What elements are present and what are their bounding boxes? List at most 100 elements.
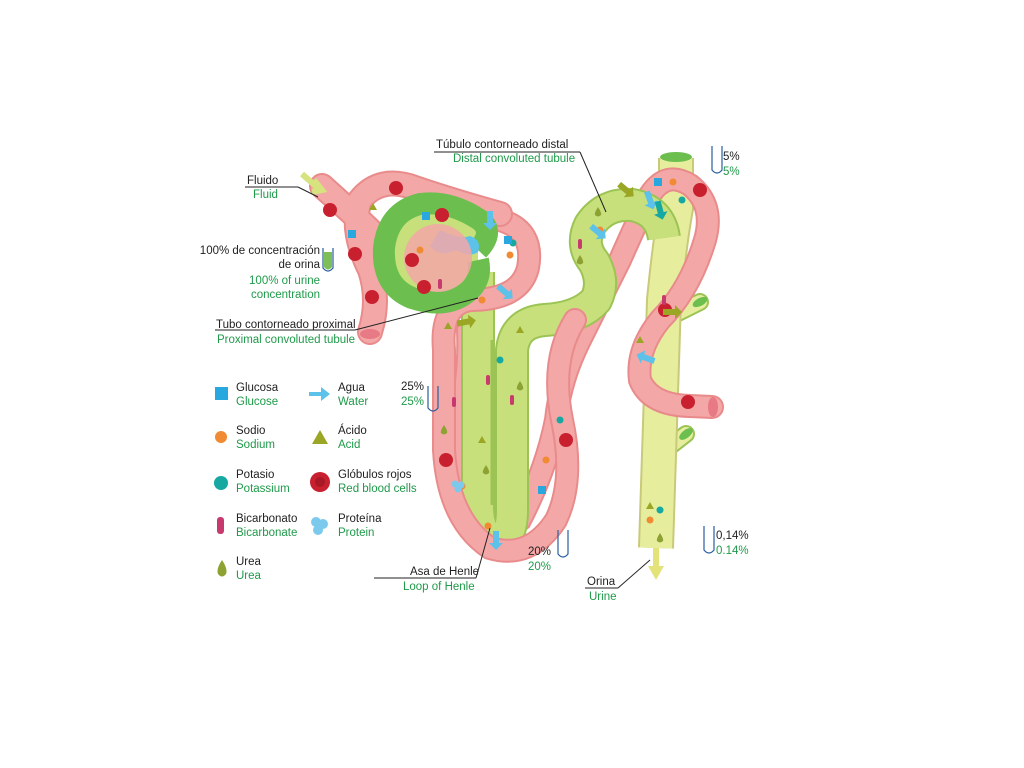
concentration-label-en-2: concentration bbox=[250, 289, 320, 301]
water-arrow bbox=[489, 531, 503, 550]
reabsorption-arrow bbox=[456, 314, 476, 329]
acid-particle bbox=[636, 336, 644, 343]
henle-label-es: Asa de Henle bbox=[410, 566, 480, 578]
potassium-icon bbox=[214, 476, 228, 490]
red-blood-cell bbox=[417, 280, 431, 294]
sodium-particle bbox=[484, 522, 492, 530]
red-blood-cell bbox=[323, 203, 337, 217]
bicarbonate-particle bbox=[662, 295, 666, 305]
legend-label-en: Bicarbonate bbox=[236, 527, 298, 539]
bicarbonate-particle bbox=[438, 279, 442, 289]
acid-particle bbox=[516, 326, 524, 333]
concentration-label-es-2: de orina bbox=[278, 259, 320, 271]
red-blood-cell bbox=[439, 453, 453, 467]
concentration-label-en-1: 100% of urine bbox=[249, 275, 320, 287]
leader-lines bbox=[215, 151, 651, 589]
red-blood-cell bbox=[348, 247, 362, 261]
distal-label-en: Distal convoluted tubule bbox=[453, 153, 576, 165]
water-arrow bbox=[483, 211, 497, 230]
red-blood-cell bbox=[389, 181, 403, 195]
legend-label-es: Urea bbox=[236, 556, 261, 568]
bicarbonate-icon bbox=[217, 517, 224, 534]
distal-label-es: Túbulo contorneado distal bbox=[436, 139, 569, 151]
urea-particle bbox=[594, 207, 602, 217]
pct-20-en: 20% bbox=[528, 561, 552, 573]
secretion-arrow bbox=[654, 200, 668, 220]
pct-5-es: 5% bbox=[723, 151, 740, 163]
red-blood-cell bbox=[365, 290, 379, 304]
sodium-particle bbox=[478, 296, 486, 304]
red-blood-cell-icon bbox=[310, 472, 330, 492]
water-arrow-icon bbox=[309, 387, 330, 401]
potassium-particle bbox=[496, 356, 504, 364]
red-blood-cell bbox=[435, 208, 449, 222]
red-blood-cell bbox=[681, 395, 695, 409]
potassium-particle bbox=[556, 416, 564, 424]
fluid-label-en: Fluid bbox=[253, 189, 278, 201]
legend-label-es: Bicarbonato bbox=[236, 513, 298, 525]
legend-label-en: Protein bbox=[338, 527, 375, 539]
pct-25-en: 25% bbox=[401, 396, 425, 408]
urine-label-en: Urine bbox=[589, 591, 617, 603]
legend-label-es: Proteína bbox=[338, 513, 382, 525]
bicarbonate-particle bbox=[578, 239, 582, 249]
legend-label-es: Agua bbox=[338, 382, 365, 394]
water-arrow bbox=[636, 350, 656, 364]
sodium-particle bbox=[542, 456, 550, 464]
acid-particle bbox=[444, 322, 452, 329]
pct-25-es: 25% bbox=[401, 381, 425, 393]
henle-label-en: Loop of Henle bbox=[403, 581, 475, 593]
proximal-label-es: Tubo contorneado proximal bbox=[216, 319, 356, 331]
red-blood-cell bbox=[559, 433, 573, 447]
protein-particle bbox=[454, 485, 462, 493]
sodium-particle bbox=[416, 246, 424, 254]
acid-particle bbox=[369, 203, 377, 210]
reabsorption-arrow bbox=[663, 305, 682, 319]
pct-5-en: 5% bbox=[723, 166, 740, 178]
fluid-inflow-arrow bbox=[300, 171, 328, 195]
pct-20-es: 20% bbox=[528, 546, 552, 558]
legend-label-en: Potassium bbox=[236, 483, 290, 495]
concentration-label-es-1: 100% de concentración bbox=[199, 245, 320, 257]
water-arrow bbox=[589, 223, 606, 240]
legend-label-en: Red blood cells bbox=[338, 483, 417, 495]
red-blood-cell bbox=[405, 253, 419, 267]
urea-particle bbox=[440, 425, 448, 435]
sodium-particle bbox=[669, 178, 677, 186]
potassium-particle bbox=[678, 196, 686, 204]
urea-particle bbox=[656, 533, 664, 543]
red-blood-cell bbox=[693, 183, 707, 197]
bicarbonate-particle bbox=[452, 397, 456, 407]
sodium-icon bbox=[215, 431, 227, 443]
proximal-label-en: Proximal convoluted tubule bbox=[217, 334, 356, 346]
water-arrow bbox=[644, 190, 658, 210]
reabsorption-arrow bbox=[617, 181, 634, 198]
legend-label-en: Urea bbox=[236, 570, 261, 582]
legend-label-es: Sodio bbox=[236, 425, 266, 437]
protein-icon bbox=[311, 517, 328, 535]
legend-label-es: Potasio bbox=[236, 469, 275, 481]
water-arrow bbox=[496, 283, 513, 300]
bicarbonate-particle bbox=[510, 395, 514, 405]
glucose-particle bbox=[348, 230, 356, 238]
urea-icon bbox=[217, 560, 227, 577]
legend-label-es: Glóbulos rojos bbox=[338, 469, 412, 481]
glucose-particle bbox=[654, 178, 662, 186]
glucose-particle bbox=[422, 212, 430, 220]
particle-layer bbox=[323, 178, 707, 550]
acid-icon bbox=[312, 430, 328, 444]
legend-label-es: Glucosa bbox=[236, 382, 279, 394]
acid-particle bbox=[478, 436, 486, 443]
tube-glyphs bbox=[322, 146, 723, 558]
acid-particle bbox=[646, 502, 654, 509]
